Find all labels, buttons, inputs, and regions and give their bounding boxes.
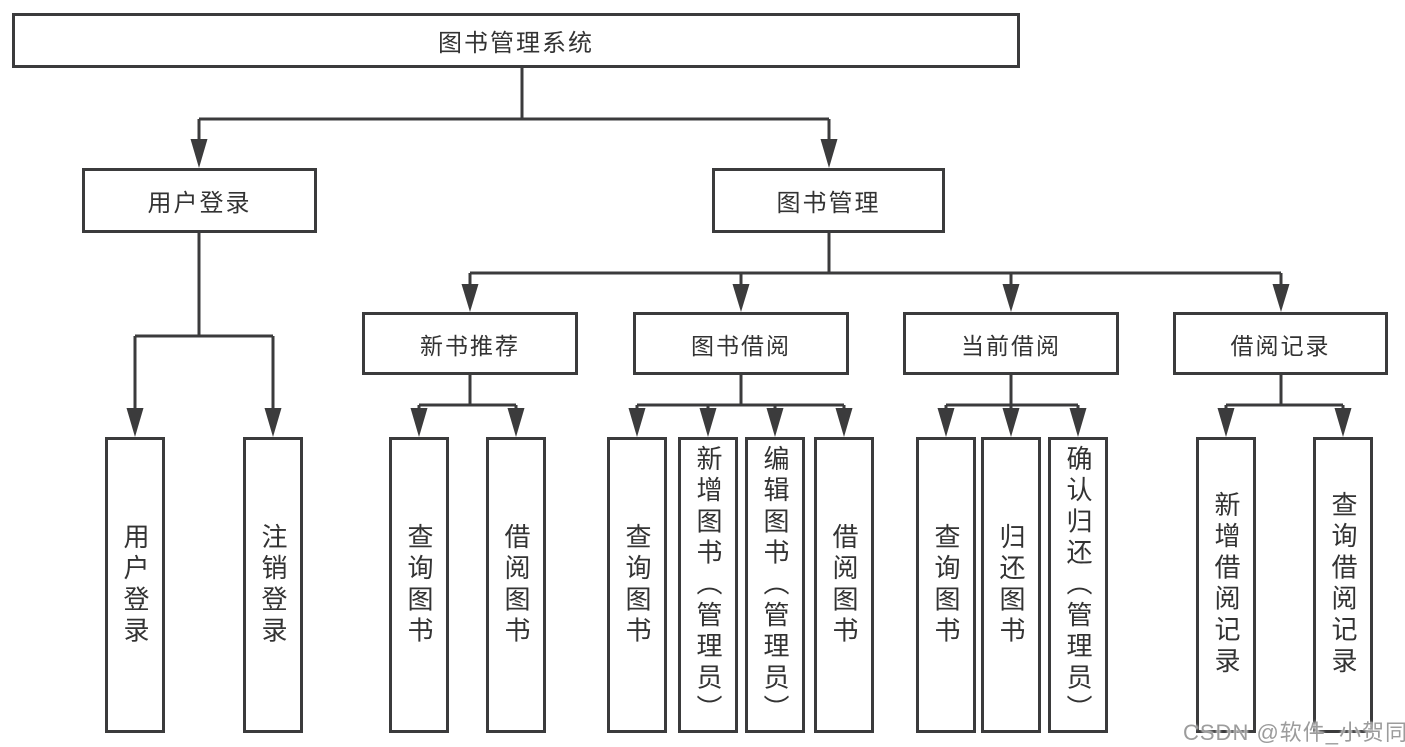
node-label: 借阅图书: [501, 522, 531, 648]
connector-bookmgmt-to-level3: [461, 233, 1290, 312]
connector-root-to-level2: [190, 68, 838, 168]
connector-currentborrow-to-leaves: [937, 375, 1087, 437]
leaf-edit-books-admin: 编辑图书（管理员）: [745, 437, 805, 733]
leaf-confirm-return-admin: 确认归还（管理员）: [1048, 437, 1108, 733]
node-label: 借阅图书: [829, 522, 859, 648]
node-label: 查询图书: [622, 522, 652, 648]
node-label: 确认归还（管理员）: [1063, 444, 1093, 726]
node-label: 编辑图书（管理员）: [760, 444, 790, 726]
leaf-query-books-2: 查询图书: [607, 437, 667, 733]
node-label: 图书管理: [776, 190, 881, 217]
node-new-book-recommend: 新书推荐: [362, 312, 578, 375]
node-label: 图书借阅: [691, 332, 791, 359]
node-label: 新增借阅记录: [1211, 491, 1241, 679]
node-label: 用户登录: [120, 522, 150, 648]
node-root-library-system: 图书管理系统: [12, 13, 1020, 68]
node-label: 归还图书: [996, 522, 1026, 648]
node-label: 新书推荐: [420, 332, 520, 359]
connector-newbook-to-leaves: [410, 375, 525, 437]
node-user-login: 用户登录: [82, 168, 317, 233]
connector-bookborrow-to-leaves: [628, 375, 853, 437]
node-label: 查询图书: [931, 522, 961, 648]
leaf-return-books: 归还图书: [981, 437, 1041, 733]
node-label: 新增图书（管理员）: [693, 444, 723, 726]
node-borrow-record: 借阅记录: [1173, 312, 1388, 375]
connector-borrowrecord-to-leaves: [1217, 375, 1352, 437]
leaf-query-books-1: 查询图书: [389, 437, 449, 733]
node-label: 注销登录: [258, 522, 288, 648]
node-label: 图书管理系统: [438, 30, 594, 57]
leaf-add-books-admin: 新增图书（管理员）: [678, 437, 738, 733]
connector-userlogin-to-leaves: [126, 233, 282, 437]
node-label: 当前借阅: [961, 332, 1061, 359]
node-book-management: 图书管理: [712, 168, 945, 233]
leaf-add-borrow-record: 新增借阅记录: [1196, 437, 1256, 733]
csdn-watermark: CSDN @软件_小贺同学: [1183, 720, 1405, 745]
node-current-borrow: 当前借阅: [903, 312, 1119, 375]
node-label: 用户登录: [147, 190, 252, 217]
leaf-query-books-3: 查询图书: [916, 437, 976, 733]
leaf-logout: 注销登录: [243, 437, 303, 733]
node-label: 查询图书: [404, 522, 434, 648]
leaf-borrow-books-2: 借阅图书: [814, 437, 874, 733]
leaf-user-login: 用户登录: [105, 437, 165, 733]
node-book-borrow: 图书借阅: [633, 312, 849, 375]
leaf-borrow-books-1: 借阅图书: [486, 437, 546, 733]
node-label: 借阅记录: [1230, 332, 1331, 359]
node-label: 查询借阅记录: [1328, 491, 1358, 679]
leaf-query-borrow-record: 查询借阅记录: [1313, 437, 1373, 733]
